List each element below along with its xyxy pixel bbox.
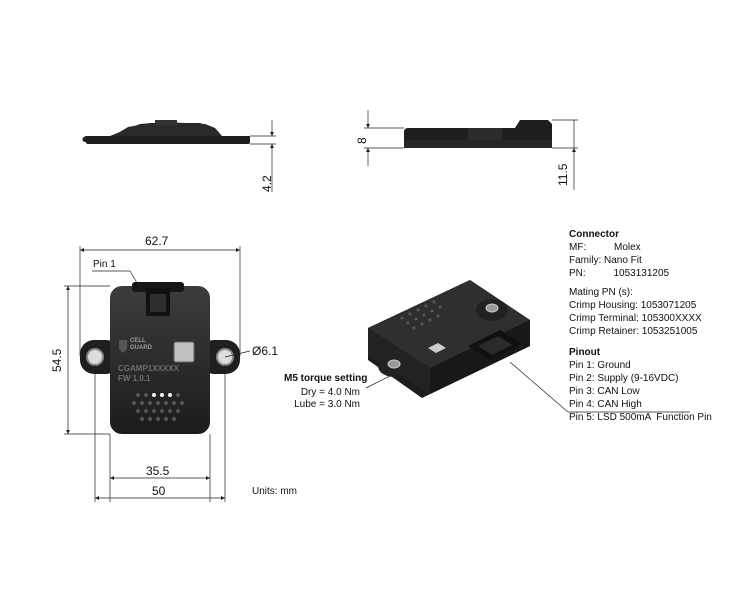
pin1-label: Pin 1 xyxy=(93,259,116,270)
logo-text-line2: GUARD xyxy=(130,345,152,351)
dim-body-width: 50 xyxy=(152,484,166,498)
pinout-pin1: Pin 1: Ground xyxy=(569,360,631,371)
pinout-pin2: Pin 2: Supply (9-16VDC) xyxy=(569,373,679,384)
dim-height-left: 54.5 xyxy=(50,348,64,372)
connector-title: Connector xyxy=(569,229,619,240)
torque-lube: Lube = 3.0 Nm xyxy=(294,399,360,410)
mating-retainer: Crimp Retainer: 1053251005 xyxy=(569,326,698,337)
part-marking-line2: FW 1.0.1 xyxy=(118,374,151,383)
dim-side-right-height: 11.5 xyxy=(556,163,570,186)
dim-side-left-height: 4.2 xyxy=(260,175,274,192)
mating-title: Mating PN (s): xyxy=(569,287,633,298)
dim-side-right-thickness: 8 xyxy=(355,137,369,144)
mating-terminal: Crimp Terminal: 105300XXXX xyxy=(569,313,702,324)
connector-pn: PN: 1053131205 xyxy=(569,268,670,279)
front-view xyxy=(80,270,240,434)
connector-mf: MF: Molex xyxy=(569,242,641,253)
pinout-pin4: Pin 4: CAN High xyxy=(569,399,642,410)
pinout-pin3: Pin 3: CAN Low xyxy=(569,386,640,397)
torque-dry: Dry = 4.0 Nm xyxy=(300,387,360,398)
dim-width-top: 62.7 xyxy=(145,234,169,248)
side-view-right xyxy=(364,110,578,190)
pinout-pin5: Pin 5: LSD 500mA Function Pin xyxy=(569,412,712,423)
logo-text-line1: CELL xyxy=(130,338,146,344)
pinout-title: Pinout xyxy=(569,347,601,358)
torque-title: M5 torque setting xyxy=(284,373,368,384)
part-marking-line1: CGAMP1XXXXX xyxy=(118,364,179,373)
dim-hole-diameter: Ø6.1 xyxy=(252,344,279,358)
dim-inner-width: 35.5 xyxy=(146,464,170,478)
units-note: Units: mm xyxy=(252,486,297,497)
mating-housing: Crimp Housing: 1053071205 xyxy=(569,300,697,311)
side-view-left xyxy=(82,120,276,192)
front-dimensions xyxy=(64,246,251,502)
connector-family: Family: Nano Fit xyxy=(569,255,642,266)
isometric-view xyxy=(365,280,690,413)
